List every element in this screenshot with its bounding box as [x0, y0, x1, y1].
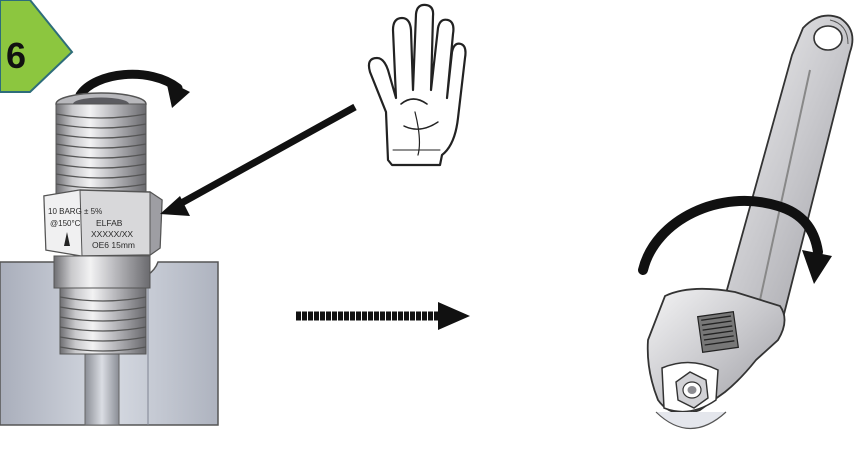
pointer-arrowhead [160, 196, 190, 216]
label-size: OE6 15mm [92, 240, 135, 250]
step-badge: 6 [0, 0, 74, 93]
hand-stop-icon [367, 3, 467, 167]
step-number: 6 [6, 35, 26, 76]
label-temperature: @150°C [50, 219, 81, 228]
fitting-label-right: ELFAB XXXXX/XX OE6 15mm [91, 218, 135, 250]
pointer-arrow [174, 103, 357, 210]
fitting [43, 92, 163, 355]
transition-arrow [296, 302, 470, 330]
label-brand: ELFAB [96, 218, 123, 228]
wrench-rotate-arrow-icon [638, 196, 832, 284]
step-badge-shape [0, 0, 74, 93]
fitting-label-left: 10 BARG ± 5% @150°C [48, 207, 102, 246]
flow-arrow-icon [64, 232, 70, 246]
label-code: XXXXX/XX [91, 229, 133, 239]
rotate-arrow-icon [75, 69, 190, 108]
wrench-icon [646, 14, 854, 430]
pipe [84, 344, 120, 426]
label-pressure: 10 BARG ± 5% [48, 207, 102, 216]
